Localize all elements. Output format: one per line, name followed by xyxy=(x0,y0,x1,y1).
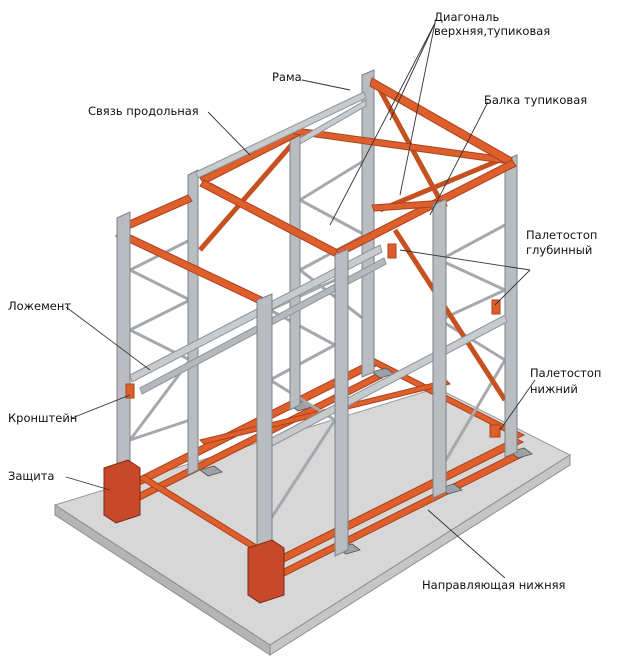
uprights-front xyxy=(116,198,447,562)
label-frame: Рама xyxy=(272,70,302,84)
label-cradle: Ложемент xyxy=(8,299,72,313)
label-lower-pallet-stop-2: нижний xyxy=(530,382,578,396)
label-depth-pallet-stop-2: глубинный xyxy=(526,243,593,257)
label-lower-guide: Направляющая нижняя xyxy=(422,578,566,592)
leader-lines xyxy=(65,22,536,579)
longitudinal-ties xyxy=(129,91,508,448)
label-top-diagonal-1: Диагональ xyxy=(434,10,500,24)
top-beams xyxy=(115,77,517,307)
label-guard: Защита xyxy=(8,469,55,483)
label-top-diagonal-2: верхняя,тупиковая xyxy=(434,24,551,38)
floor-side-right xyxy=(269,454,571,656)
label-dead-end-beam: Балка тупиковая xyxy=(484,93,588,107)
brackets xyxy=(125,243,501,438)
label-depth-pallet-stop-1: Палетостоп xyxy=(526,228,598,242)
label-longitudinal-tie: Связь продольная xyxy=(88,104,199,118)
guards xyxy=(103,459,285,604)
uprights-back xyxy=(187,69,518,476)
label-lower-pallet-stop-1: Палетостоп xyxy=(530,366,602,380)
label-bracket: Кронштейн xyxy=(8,411,78,425)
